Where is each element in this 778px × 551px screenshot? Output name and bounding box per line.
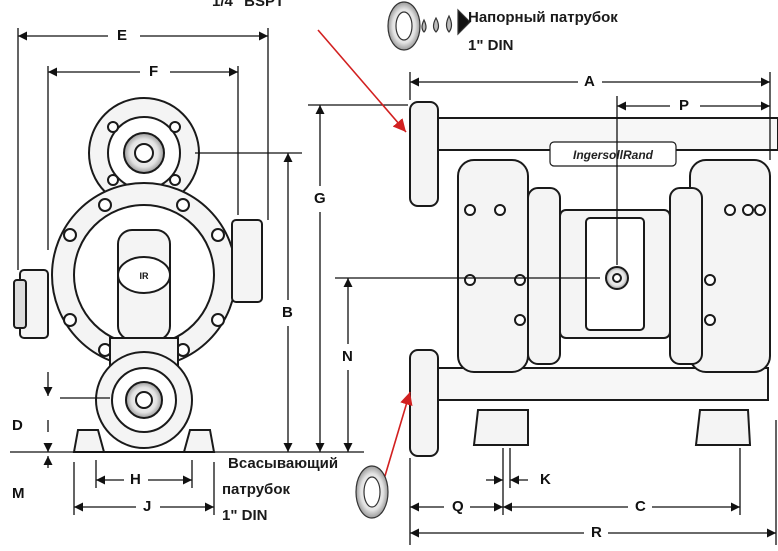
- inlet-port-size: 1" DIN: [222, 507, 268, 524]
- inlet-port-name-line2: патрубок: [222, 481, 290, 498]
- dimension-lines: [10, 28, 777, 545]
- front-view: [409, 101, 778, 457]
- dim-label-e: E: [115, 27, 130, 44]
- leader-lines: [317, 29, 413, 487]
- dim-label-n: N: [340, 348, 355, 365]
- inlet-flange-front: [409, 349, 439, 457]
- dim-label-h: H: [128, 471, 143, 488]
- dim-label-r: R: [589, 524, 604, 541]
- thread-label: 1/4" BSPT: [212, 0, 285, 10]
- end-view: IR: [13, 97, 263, 453]
- dim-label-c: C: [633, 498, 648, 515]
- dim-label-g: G: [312, 190, 328, 207]
- dim-label-j: J: [141, 498, 154, 515]
- dim-label-q: Q: [450, 498, 466, 515]
- dim-label-b: B: [280, 304, 295, 321]
- inlet-port-name-line1: Всасывающий: [228, 455, 339, 472]
- dim-label-p: P: [677, 97, 692, 114]
- outlet-flange-front: [409, 101, 439, 207]
- svg-text:IR: IR: [140, 271, 150, 281]
- dim-label-m: M: [10, 485, 27, 502]
- outlet-port-size: 1" DIN: [468, 37, 514, 54]
- dim-label-k: K: [538, 471, 553, 488]
- dim-label-f: F: [147, 63, 161, 80]
- outlet-port-icon: [387, 1, 471, 51]
- inlet-port-icon: [355, 465, 389, 519]
- dim-label-d: D: [10, 417, 25, 434]
- brand-logo: IngersollRand: [573, 148, 654, 162]
- outlet-port-name: Напорный патрубок: [468, 9, 618, 26]
- dim-label-a: A: [582, 73, 597, 90]
